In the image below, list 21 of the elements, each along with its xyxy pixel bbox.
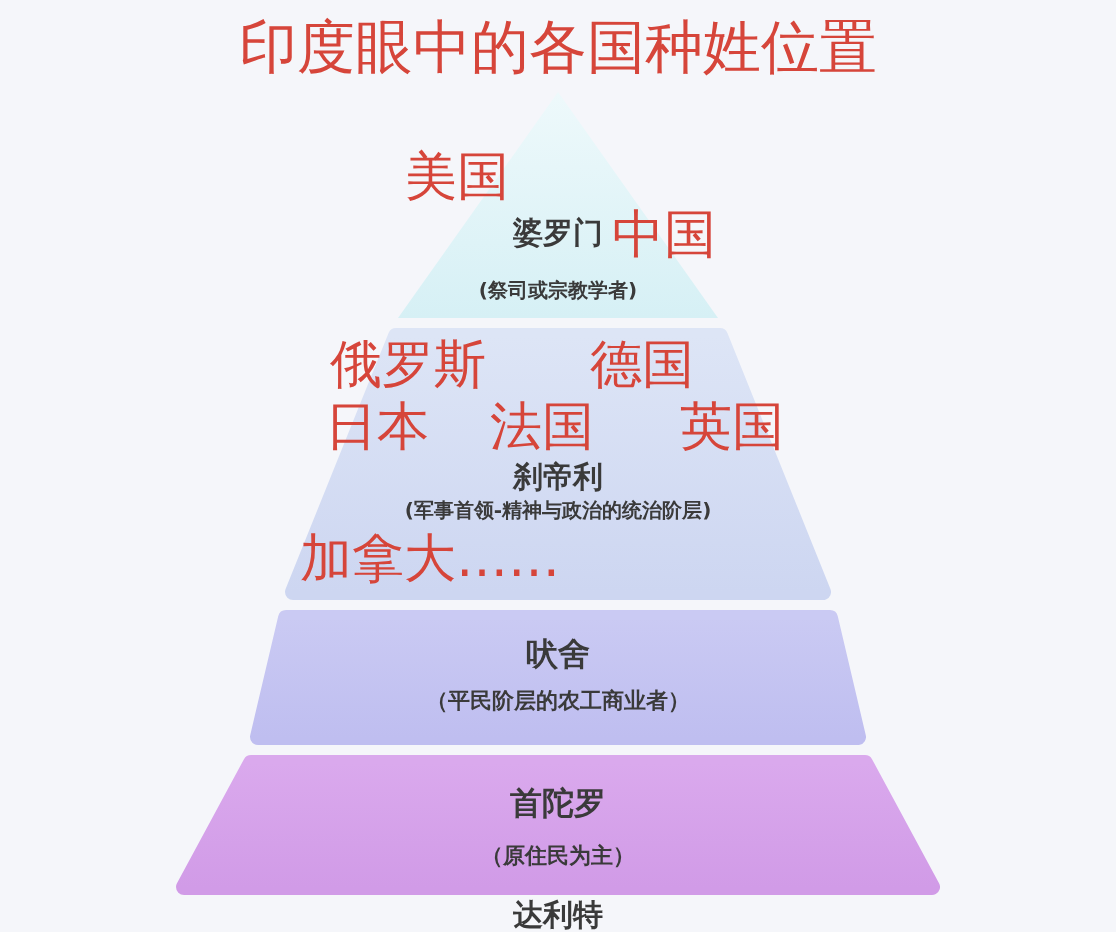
tier-name: 刹帝利 bbox=[513, 462, 603, 492]
pyramid-tier bbox=[285, 328, 831, 600]
pyramid-tier bbox=[398, 92, 718, 318]
tier-description: (祭司或宗教学者) bbox=[478, 280, 638, 300]
country-label: 德国 bbox=[590, 338, 694, 390]
country-label: 法国 bbox=[490, 400, 594, 452]
pyramid-tier bbox=[250, 610, 866, 745]
pyramid-tier bbox=[176, 755, 940, 895]
country-label: 中国 bbox=[612, 208, 716, 260]
country-label: 加拿大…… bbox=[300, 532, 560, 584]
tier-name: 首陀罗 bbox=[510, 787, 606, 819]
country-label: 日本 bbox=[325, 400, 429, 452]
title: 印度眼中的各国种姓位置 bbox=[239, 18, 877, 76]
country-label: 美国 bbox=[405, 150, 509, 202]
tier-description: (军事首领-精神与政治的统治阶层) bbox=[404, 500, 712, 520]
country-label: 俄罗斯 bbox=[330, 338, 486, 390]
tier-description: （平民阶层的农工商业者） bbox=[426, 690, 690, 712]
tier-name: 吠舍 bbox=[526, 638, 590, 670]
country-label: 英国 bbox=[680, 400, 784, 452]
tier-name: 婆罗门 bbox=[513, 218, 603, 248]
tier-description: （原住民为主） bbox=[481, 845, 635, 867]
